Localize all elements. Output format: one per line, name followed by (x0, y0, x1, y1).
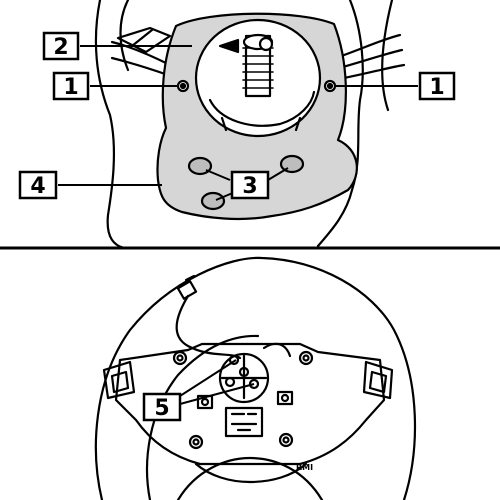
trim-outline-right (316, 0, 364, 248)
lower-spoke (194, 462, 308, 484)
hub-bolt-1 (228, 354, 240, 366)
airbag-wire (175, 294, 242, 360)
callout-2: 2 (42, 31, 80, 61)
leader-3-a (205, 169, 231, 181)
side-bracket-right (276, 390, 294, 406)
lower-leaders (179, 359, 255, 405)
lower-spoke-arc (176, 456, 324, 500)
bracket-screw-left (200, 397, 210, 407)
wheel-rim-inner (145, 334, 260, 500)
mounting-hole-right-inner (326, 82, 334, 90)
callout-4-label: 4 (30, 174, 45, 199)
spoke-screw-bottom-right-inner (282, 436, 290, 444)
shaft-splines (242, 47, 274, 89)
callout-5: 5 (142, 392, 182, 422)
callout-1-left: 1 (52, 71, 90, 101)
left-spoke-pad-inner (110, 370, 130, 394)
lower-connector (224, 406, 264, 438)
side-bracket-left (196, 394, 214, 410)
upper-leaders (58, 45, 418, 201)
spoke-screw-bottom-right (278, 432, 294, 448)
hub-center (218, 352, 270, 404)
callout-3-label: 3 (242, 174, 257, 199)
clock-spring-ring (208, 90, 316, 127)
hub-wire-right (262, 342, 292, 358)
spoke-screw-bottom-left-inner (192, 438, 200, 446)
upper-bracket-line (130, 28, 154, 48)
spoke-screw-top-right (298, 350, 314, 366)
hub-bolt-2 (248, 378, 260, 390)
bracket-screw-right (280, 393, 290, 403)
left-spoke-pad (102, 360, 136, 400)
leader-5-a (179, 359, 237, 397)
callout-4: 4 (18, 170, 58, 200)
spoke-screw-top-left (172, 350, 188, 366)
callout-1-right: 1 (418, 71, 456, 101)
shaft-nut (258, 36, 274, 52)
hub-cross (220, 354, 268, 400)
hub-bolt-3 (224, 376, 236, 388)
lower-connector-pins (230, 412, 258, 432)
leader-3-c (267, 167, 289, 181)
right-spoke-pad (362, 360, 394, 400)
callout-2-label: 2 (53, 35, 68, 60)
alignment-arrow (218, 38, 240, 54)
callout-3: 3 (230, 170, 270, 200)
column-outline (94, 0, 126, 250)
clock-spring-base (220, 116, 302, 132)
upper-panel (94, 0, 406, 250)
spoke-screw-top-left-inner (176, 354, 184, 362)
screw-bottom (200, 191, 226, 211)
column-outline-inner (119, 0, 130, 72)
lower-panel (94, 256, 417, 500)
hub-frame (114, 342, 386, 466)
airbag-connector (176, 280, 198, 300)
screw-left (187, 156, 213, 176)
callout-1-right-label: 1 (429, 75, 444, 100)
trim-outline-far-right (381, 0, 394, 112)
callout-1-left-label: 1 (63, 75, 78, 100)
callout-5-label: 5 (154, 396, 169, 421)
mounting-hole-left-inner (179, 82, 187, 90)
upper-bracket (116, 26, 172, 54)
leader-5-b (179, 383, 255, 405)
connector-latch (184, 274, 196, 282)
rmi-watermark: RMI (296, 463, 313, 472)
right-spoke-pad-inner (368, 370, 388, 394)
spoke-screw-top-right-inner (302, 354, 310, 362)
spoke-screw-bottom-left (188, 434, 204, 450)
wheel-rim-outer (94, 256, 417, 500)
